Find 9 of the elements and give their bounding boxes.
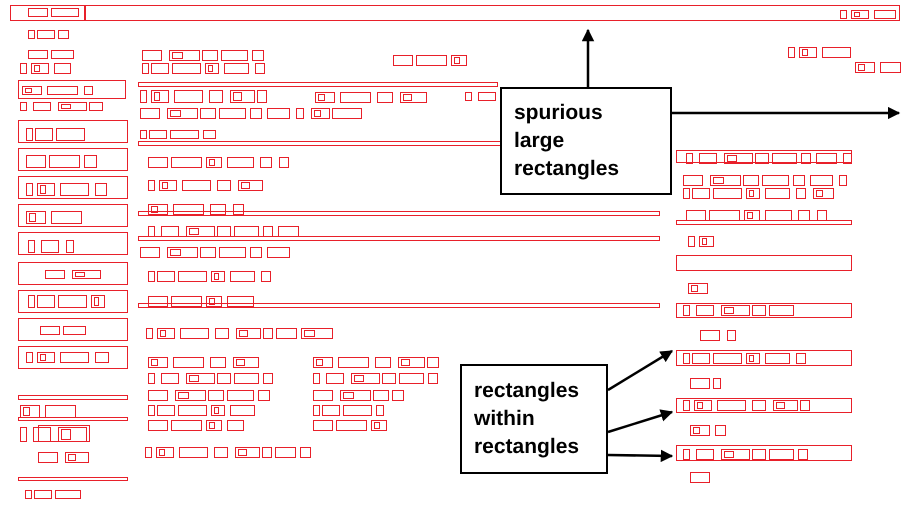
arrow bbox=[608, 409, 674, 434]
callout-box bbox=[460, 364, 608, 474]
callout-text: spurious large rectangles bbox=[514, 100, 620, 182]
callout-text: rectangles within rectangles bbox=[474, 378, 580, 460]
callout-box bbox=[500, 87, 672, 195]
arrow bbox=[607, 350, 674, 392]
arrow bbox=[582, 28, 594, 87]
arrow bbox=[608, 450, 674, 462]
arrow bbox=[672, 106, 900, 120]
